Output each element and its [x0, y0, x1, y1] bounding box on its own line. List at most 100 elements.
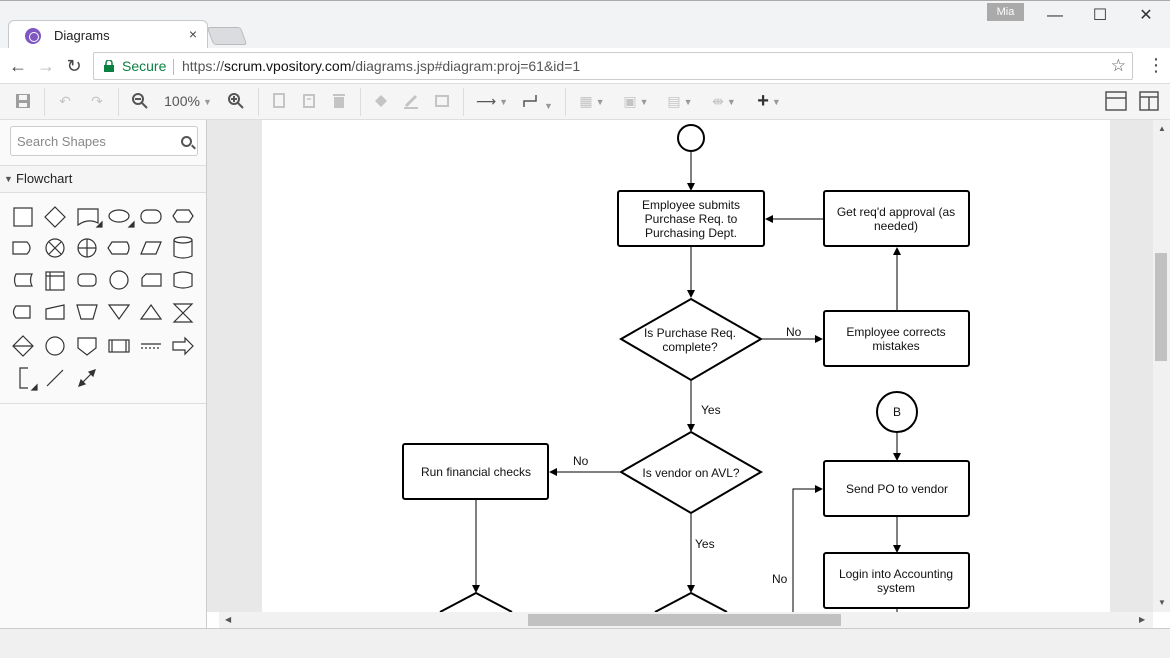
collate-shape-icon[interactable]	[172, 303, 194, 323]
scroll-down-arrow-icon[interactable]: ▼	[1158, 598, 1166, 607]
node-decision-left-partial[interactable]	[439, 591, 513, 612]
card-shape-icon[interactable]	[141, 273, 162, 287]
scroll-left-arrow-icon[interactable]: ◀	[225, 615, 232, 624]
arrow-shape-icon[interactable]	[172, 336, 194, 356]
horizontal-scroll-thumb[interactable]	[528, 614, 841, 626]
terminator-shape-icon[interactable]	[140, 209, 162, 224]
bookmark-star-icon[interactable]: ☆	[1110, 56, 1126, 75]
group-icon[interactable]: ▣▼	[619, 90, 653, 112]
diagram-canvas[interactable]: Employee submits Purchase Req. to Purcha…	[207, 120, 1153, 612]
connector-style-button[interactable]: ⟶▼	[474, 90, 510, 112]
decision-shape-icon[interactable]	[44, 206, 66, 228]
node-send-po[interactable]	[823, 460, 970, 517]
start-circle-shape-icon[interactable]	[45, 336, 65, 356]
label-login-accounting-1: Login into Accounting	[839, 567, 953, 581]
search-shapes-input[interactable]	[17, 128, 177, 154]
zoom-level-select[interactable]: 100%▼	[158, 90, 218, 112]
off-page-shape-icon[interactable]	[77, 337, 97, 356]
search-icon[interactable]	[181, 136, 192, 147]
scroll-up-arrow-icon[interactable]: ▲	[1158, 124, 1166, 133]
arrange-icon[interactable]: ▦▼	[575, 90, 609, 112]
edge-loop-no[interactable]	[792, 485, 823, 612]
zoom-out-icon[interactable]	[129, 90, 151, 112]
format-panel-toggle-icon[interactable]	[1105, 90, 1127, 112]
manual-operation-shape-icon[interactable]	[76, 304, 98, 320]
maximize-button[interactable]: ☐	[1092, 7, 1108, 24]
horizontal-scrollbar[interactable]: ◀ ▶	[219, 612, 1153, 629]
direct-data-shape-icon[interactable]	[77, 273, 97, 287]
or-shape-icon[interactable]	[77, 238, 97, 258]
reload-icon[interactable]: ↻	[66, 56, 82, 76]
internal-storage-shape-icon[interactable]	[45, 271, 65, 291]
window-close-button[interactable]: ✕	[1139, 7, 1153, 24]
back-icon[interactable]: ←	[9, 56, 27, 76]
node-is-complete[interactable]	[619, 297, 763, 382]
start-node[interactable]	[677, 124, 705, 152]
node-run-checks[interactable]	[402, 443, 549, 500]
manual-input-shape-icon[interactable]	[45, 304, 65, 320]
database-shape-icon[interactable]	[173, 236, 193, 259]
node-decision-right-partial[interactable]	[654, 591, 728, 612]
node-connector-b[interactable]	[876, 391, 918, 433]
node-employee-submits[interactable]	[617, 190, 765, 247]
annotation-bracket-shape-icon[interactable]	[19, 367, 38, 391]
vertical-scroll-thumb[interactable]	[1155, 253, 1167, 361]
zoom-in-icon[interactable]	[225, 90, 247, 112]
preparation-shape-icon[interactable]	[172, 209, 194, 223]
forward-icon[interactable]: →	[37, 56, 55, 76]
delete-icon[interactable]	[328, 90, 350, 112]
address-bar[interactable]: Secure https://scrum.vpository.com/diagr…	[93, 52, 1133, 80]
minimize-button[interactable]: —	[1047, 7, 1063, 24]
fill-color-icon[interactable]	[370, 90, 392, 112]
paper-tape-shape-icon[interactable]	[173, 271, 193, 289]
merge-shape-icon[interactable]	[107, 304, 131, 321]
display-shape-icon[interactable]	[107, 241, 130, 255]
label-send-po: Send PO to vendor	[846, 482, 948, 496]
ellipse-shape-icon[interactable]	[108, 209, 135, 228]
shadow-icon[interactable]	[431, 90, 453, 112]
flowchart-group-header[interactable]: ▼ Flowchart	[0, 165, 206, 193]
node-get-approval[interactable]	[823, 190, 970, 247]
document-shape-icon[interactable]	[77, 208, 103, 228]
predefined-process-shape-icon[interactable]	[108, 339, 130, 353]
line-shape-icon[interactable]	[46, 369, 64, 387]
annotation-line-shape-icon[interactable]	[141, 343, 161, 349]
loop-limit-shape-icon[interactable]	[12, 305, 31, 319]
url-text[interactable]: https://scrum.vpository.com/diagrams.jsp…	[182, 58, 580, 74]
chevron-down-icon: ▼	[595, 97, 605, 108]
elbow-connector-icon	[523, 95, 537, 107]
chevron-down-icon: ▼	[544, 101, 553, 112]
redo-icon[interactable]: ↷	[91, 93, 103, 109]
tab-close-icon[interactable]: ×	[188, 26, 197, 42]
scroll-right-arrow-icon[interactable]: ▶	[1139, 615, 1146, 624]
vertical-scrollbar[interactable]: ▲ ▼	[1153, 120, 1170, 612]
align-icon[interactable]: ▤▼	[663, 90, 697, 112]
panel-layout-icon[interactable]	[1135, 90, 1165, 112]
summing-junction-shape-icon[interactable]	[45, 238, 65, 258]
collapse-arrow-icon: ▼	[4, 174, 13, 184]
copy-icon[interactable]	[268, 90, 290, 112]
stored-data-shape-icon[interactable]	[13, 273, 33, 287]
insert-button[interactable]: +▼	[752, 90, 786, 112]
node-is-vendor-avl[interactable]	[619, 430, 763, 515]
extract-shape-icon[interactable]	[139, 303, 163, 320]
undo-icon[interactable]: ↶	[59, 93, 71, 109]
node-login-accounting[interactable]	[823, 552, 970, 609]
new-tab-button[interactable]	[206, 27, 248, 45]
browser-tab[interactable]: Diagrams ×	[8, 20, 208, 50]
process-shape-icon[interactable]	[13, 207, 33, 227]
save-icon[interactable]	[12, 90, 34, 112]
node-employee-corrects[interactable]	[823, 310, 970, 367]
sort-shape-icon[interactable]	[12, 335, 34, 357]
toolbar-divider	[44, 88, 45, 116]
connector-shape-icon[interactable]	[109, 270, 129, 290]
profile-badge[interactable]: Mia	[987, 3, 1024, 21]
directional-connector-shape-icon[interactable]	[78, 369, 96, 387]
waypoint-style-button[interactable]: ▼	[519, 90, 555, 112]
data-shape-icon[interactable]	[140, 241, 162, 255]
line-color-icon[interactable]	[400, 90, 422, 112]
browser-menu-icon[interactable]: ⋮	[1147, 55, 1165, 75]
delay-shape-icon[interactable]	[12, 241, 31, 255]
distribute-icon[interactable]: ⇼▼	[706, 90, 742, 112]
paste-icon[interactable]	[298, 90, 320, 112]
